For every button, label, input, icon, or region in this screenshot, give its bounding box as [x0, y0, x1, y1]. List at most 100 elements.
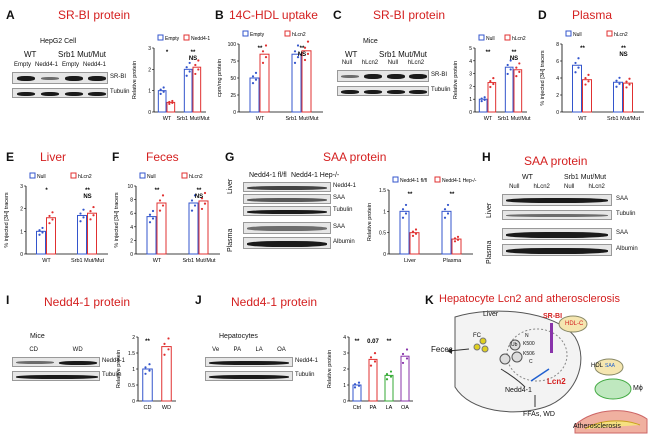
bar: [368, 358, 378, 402]
hdl-label: HDL: [591, 363, 604, 369]
legend-label: Nedd4-1: [191, 36, 210, 42]
data-point: [483, 96, 486, 99]
data-point: [264, 44, 268, 47]
panel-title: Feces: [146, 150, 179, 164]
lane-label: Empty: [13, 62, 31, 68]
legend-label: hLcn2: [614, 32, 628, 38]
bar: [87, 212, 97, 255]
blot-strip: [243, 222, 331, 234]
band-label: Albumin: [616, 246, 638, 252]
legend-swatch: [157, 34, 164, 41]
significance-label: **: [197, 188, 202, 194]
band-label: SR-BI: [431, 72, 448, 78]
data-point: [389, 375, 393, 378]
ffa-label: FFAs, WD: [523, 411, 555, 418]
panel-title: SAA protein: [323, 150, 387, 164]
data-point: [443, 216, 447, 219]
y-tick-label: 4: [130, 225, 133, 231]
panel-letter: G: [225, 150, 235, 164]
lane-label: hLcn2: [361, 60, 379, 66]
data-point: [492, 82, 495, 86]
bar: [352, 384, 362, 402]
data-point: [293, 61, 297, 64]
y-tick-label: 1.5: [128, 351, 135, 357]
data-point: [506, 72, 509, 76]
panel-letter: A: [6, 8, 15, 22]
bar: [166, 101, 176, 113]
y-axis-label: % injected [3H] tracers: [114, 192, 120, 248]
y-tick-label: 8: [556, 42, 559, 48]
y-tick-label: 2: [343, 367, 346, 373]
data-point: [254, 78, 258, 81]
tissue-label: Liver: [227, 178, 234, 194]
bar: [513, 69, 523, 113]
lane-label: Null: [341, 60, 353, 66]
band-label: Tubulin: [110, 89, 130, 95]
data-point: [303, 46, 307, 49]
data-point: [577, 57, 580, 60]
data-point: [89, 210, 92, 213]
data-point: [41, 231, 44, 234]
legend-label: Null: [486, 36, 495, 42]
band-label: SR-BI: [110, 74, 127, 80]
x-tick-label: OA: [401, 405, 409, 411]
data-point: [414, 232, 418, 235]
bar: [46, 217, 56, 255]
fc-dot: [481, 345, 489, 353]
blot-strip: [337, 86, 429, 96]
legend-swatch: [504, 34, 511, 41]
data-point: [148, 363, 151, 366]
data-point: [92, 205, 95, 209]
data-point: [148, 213, 152, 216]
y-tick-label: 0: [383, 252, 386, 258]
panel-letter: C: [333, 8, 342, 22]
y-tick-label: 2: [132, 335, 135, 341]
significance-label: **: [155, 188, 160, 194]
y-tick-label: 3: [469, 72, 472, 78]
significance-label: **: [450, 192, 455, 198]
x-tick-label: Plasma: [443, 258, 462, 264]
blot-strip: [243, 182, 331, 192]
data-point: [353, 386, 357, 389]
x-tick-label: CD: [144, 405, 152, 411]
data-point: [144, 366, 147, 369]
data-point: [162, 86, 165, 89]
liver-label: Liver: [483, 311, 499, 318]
nedd4-arrow: [500, 368, 526, 388]
lane-label: PA: [233, 347, 242, 353]
legend-swatch: [565, 30, 572, 37]
bar: [623, 82, 633, 113]
legend-swatch: [606, 30, 613, 37]
data-point: [574, 61, 577, 65]
panel-letter: H: [482, 150, 491, 164]
lane-label: hLcn2: [533, 184, 550, 190]
significance-label: NS: [619, 52, 627, 58]
arrow-to-feces: [448, 348, 470, 352]
legend-swatch: [139, 172, 146, 179]
significance-label: **: [300, 46, 305, 52]
data-point: [353, 383, 357, 386]
significance-label: NS: [510, 56, 518, 62]
data-point: [456, 235, 460, 238]
data-point: [615, 79, 618, 82]
lane-label: Nedd4-1: [82, 62, 106, 68]
data-point: [168, 100, 171, 104]
panel-letter: F: [112, 150, 120, 164]
significance-label: 0.07: [367, 339, 379, 345]
bar: [146, 216, 157, 255]
y-tick-label: 4: [469, 59, 472, 65]
significance-label: NS: [83, 194, 91, 200]
data-point: [197, 59, 200, 62]
plaque-lipid: [584, 420, 641, 430]
y-tick-label: 4: [556, 76, 559, 82]
significance-label: NS: [195, 194, 203, 200]
data-point: [38, 233, 41, 236]
bar: [198, 200, 209, 255]
data-point: [79, 212, 82, 215]
fc-dot: [479, 337, 487, 345]
legend-swatch: [181, 172, 188, 179]
